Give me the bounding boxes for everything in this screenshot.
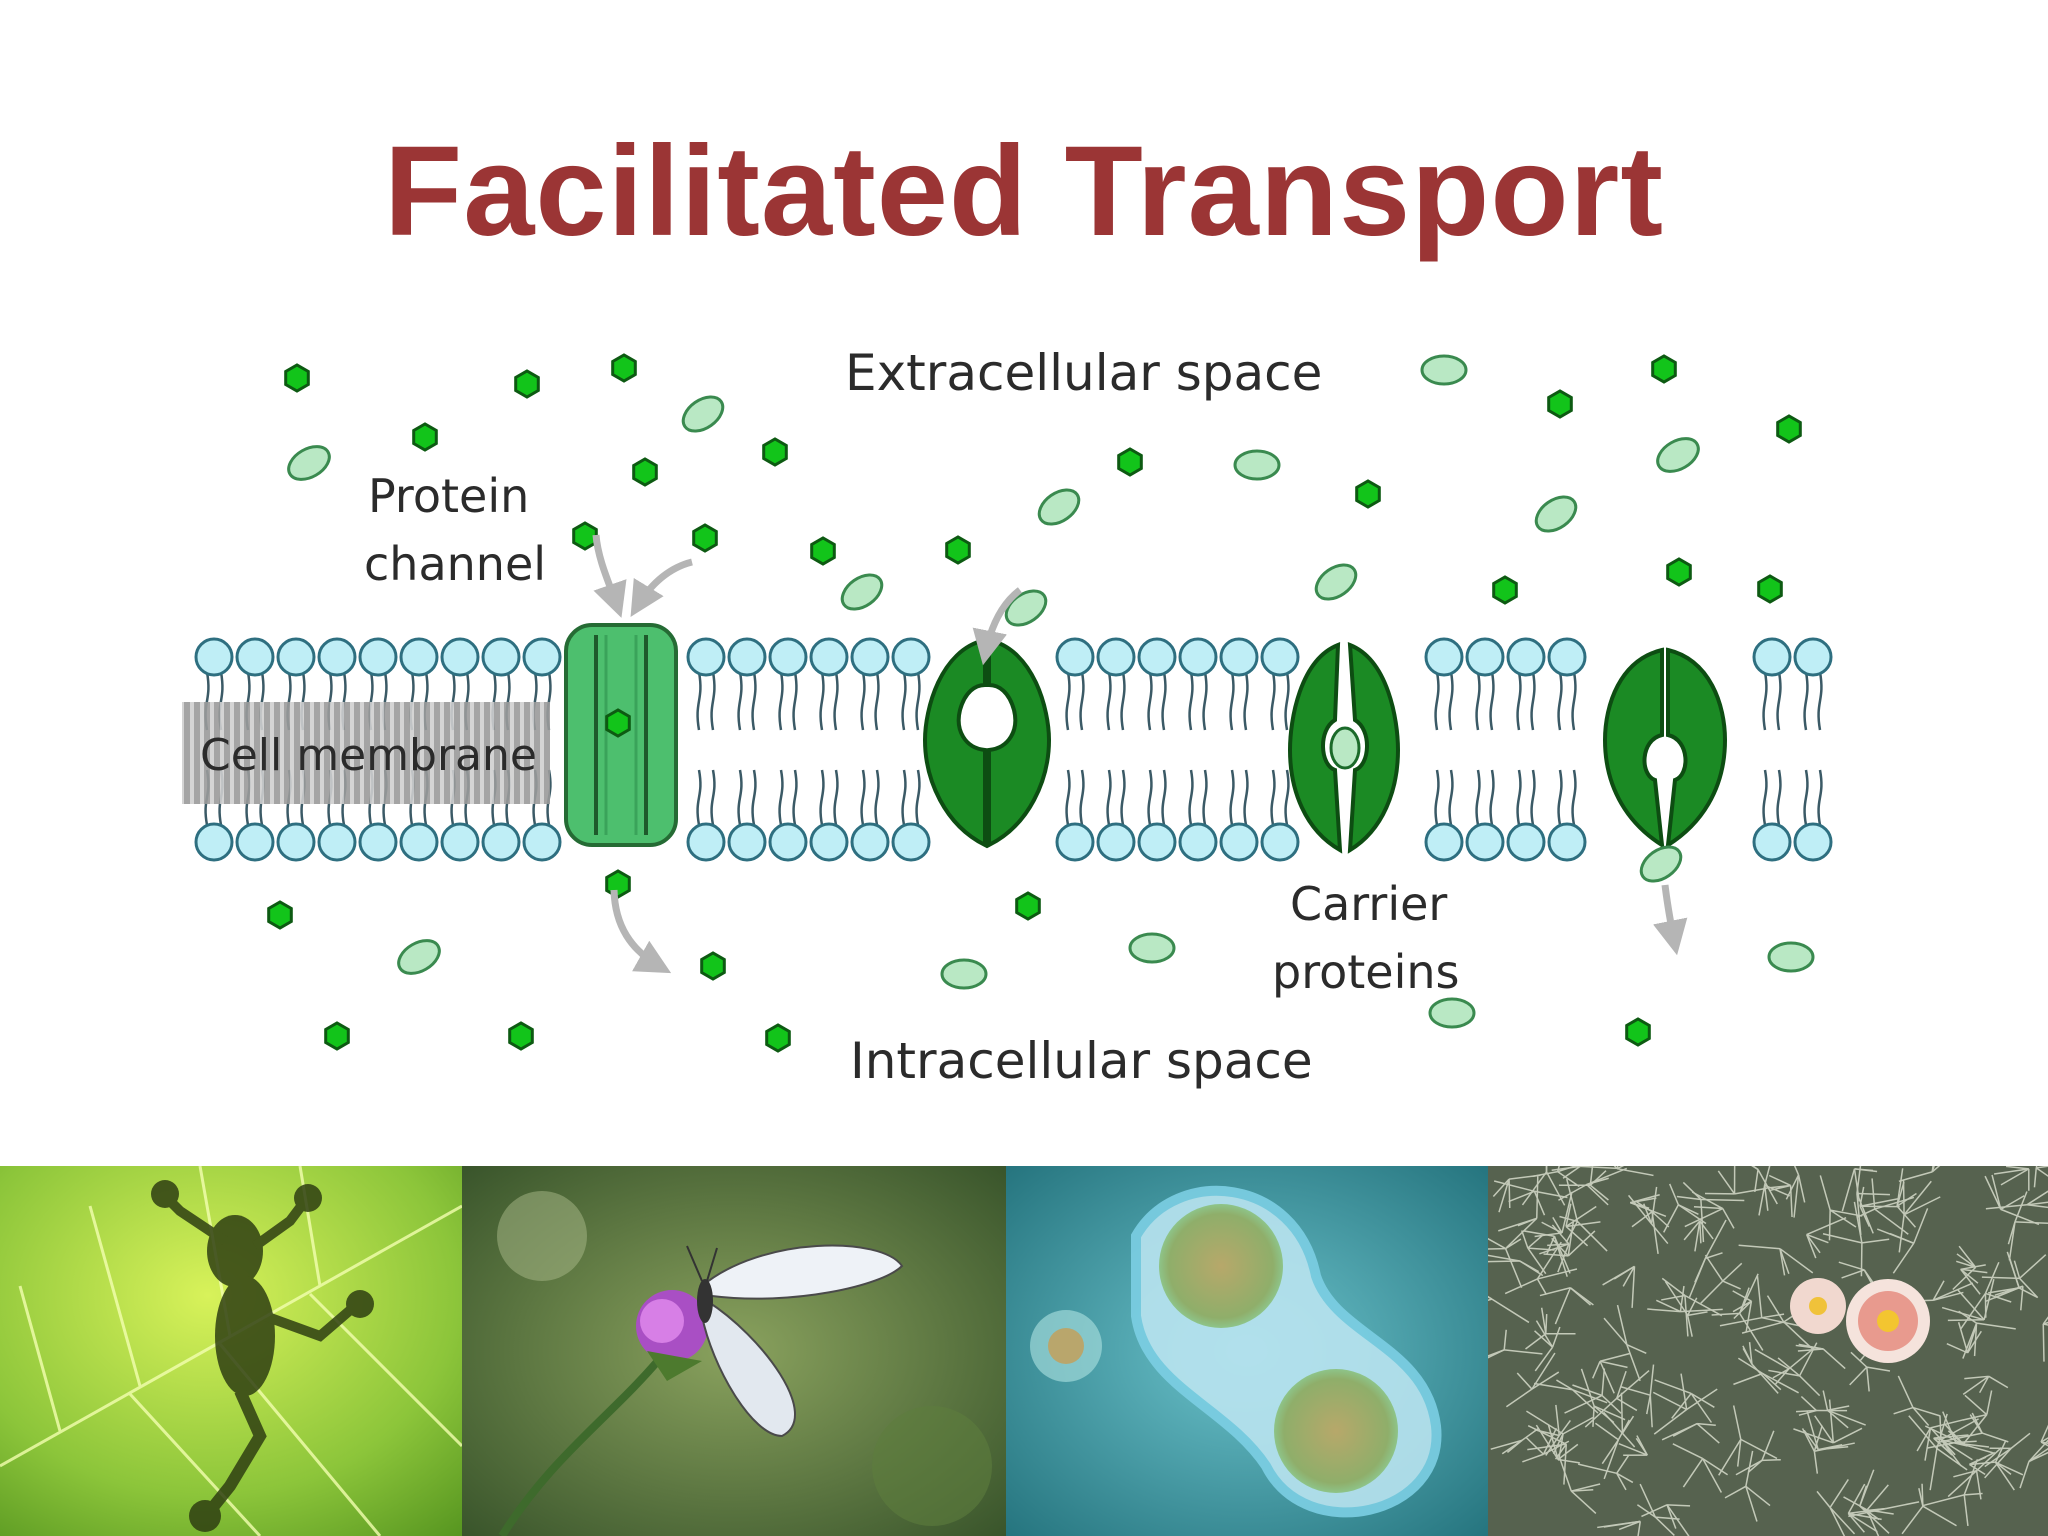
photo-strip [0, 1166, 2048, 1536]
solute-oval [940, 958, 988, 990]
transport-arrows [592, 534, 1688, 974]
solute-hexagon [1666, 557, 1692, 587]
carrier-protein-occluded [1287, 641, 1401, 854]
cactus-flowers [1790, 1278, 1930, 1363]
solute-oval [1314, 563, 1358, 601]
solute-hexagon [1117, 447, 1143, 477]
solute-oval [840, 573, 884, 611]
solute-hexagon [762, 437, 788, 467]
protein-channel-label-line2: channel [364, 537, 546, 591]
carrier-proteins-label-line1: Carrier [1290, 877, 1447, 931]
solute-oval [397, 939, 441, 975]
butterfly [686, 1244, 904, 1438]
solute-oval [1128, 932, 1176, 964]
solute-oval [1534, 495, 1578, 533]
solute-oval [1420, 354, 1468, 386]
solute-hexagon [1547, 389, 1573, 419]
solute-oval [1428, 997, 1476, 1029]
cell-membrane-label-box: Cell membrane [182, 702, 550, 804]
solute-hexagon [324, 1021, 350, 1051]
intracellular-space-label: Intracellular space [850, 1032, 1313, 1090]
solute-hexagon [1757, 574, 1783, 604]
solute-oval [1037, 488, 1081, 526]
solute-hexagon [810, 536, 836, 566]
solute-oval [1656, 437, 1700, 473]
solute-molecules [267, 353, 1815, 1053]
solute-hexagon [1015, 891, 1041, 921]
solute-hexagon [605, 708, 631, 738]
solute-hexagon [1776, 414, 1802, 444]
carrier-protein-open-outside [922, 637, 1052, 849]
flower [636, 1290, 708, 1381]
facilitated-transport-diagram: Cell membrane [0, 300, 2048, 1120]
extracellular-space-label: Extracellular space [845, 344, 1322, 402]
solute-hexagon [267, 900, 293, 930]
protein-channel-label-line1: Protein [368, 469, 529, 523]
cactus-photo [1488, 1166, 2048, 1536]
solute-hexagon [514, 369, 540, 399]
solute-hexagon [692, 523, 718, 553]
solute-oval [681, 395, 725, 433]
solute-hexagon [1651, 354, 1677, 384]
solute-oval [287, 445, 331, 481]
solute-hexagon [284, 363, 310, 393]
solute-hexagon [945, 535, 971, 565]
solute-oval [1233, 449, 1281, 481]
frog-leaf-photo [0, 1166, 462, 1536]
solute-oval [1004, 589, 1048, 627]
solute-hexagon [412, 422, 438, 452]
solute-hexagon [765, 1023, 791, 1053]
solute-oval [1639, 845, 1683, 883]
butterfly-flower-photo [462, 1166, 1006, 1536]
solute-hexagon [611, 353, 637, 383]
dividing-cell-photo [1006, 1166, 1488, 1536]
cell-membrane-label: Cell membrane [200, 730, 537, 781]
solute-hexagon [1355, 479, 1381, 509]
cell-membrane-bilayer [194, 637, 1833, 862]
solute-oval [1767, 941, 1815, 973]
slide-title: Facilitated Transport [384, 120, 1664, 263]
solute-hexagon [605, 869, 631, 899]
solute-hexagon [632, 457, 658, 487]
solute-hexagon [700, 951, 726, 981]
frog-silhouette [151, 1180, 374, 1532]
solute-hexagon [1625, 1017, 1651, 1047]
solute-hexagon [508, 1021, 534, 1051]
carrier-proteins-label-line2: proteins [1272, 945, 1459, 999]
solute-hexagon [572, 521, 598, 551]
carrier-protein-open-inside [1602, 647, 1728, 849]
solute-hexagon [1492, 575, 1518, 605]
